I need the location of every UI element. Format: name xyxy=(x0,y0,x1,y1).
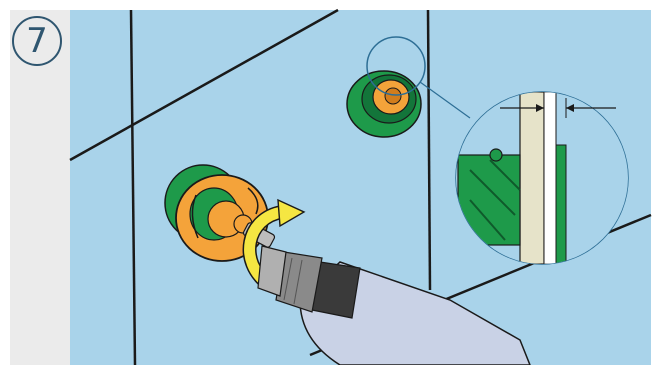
step-number: 7 xyxy=(10,14,64,68)
detail-magnifier-icon xyxy=(456,92,628,264)
step-badge: 7 xyxy=(10,14,64,68)
mounted-rosette xyxy=(347,71,421,137)
